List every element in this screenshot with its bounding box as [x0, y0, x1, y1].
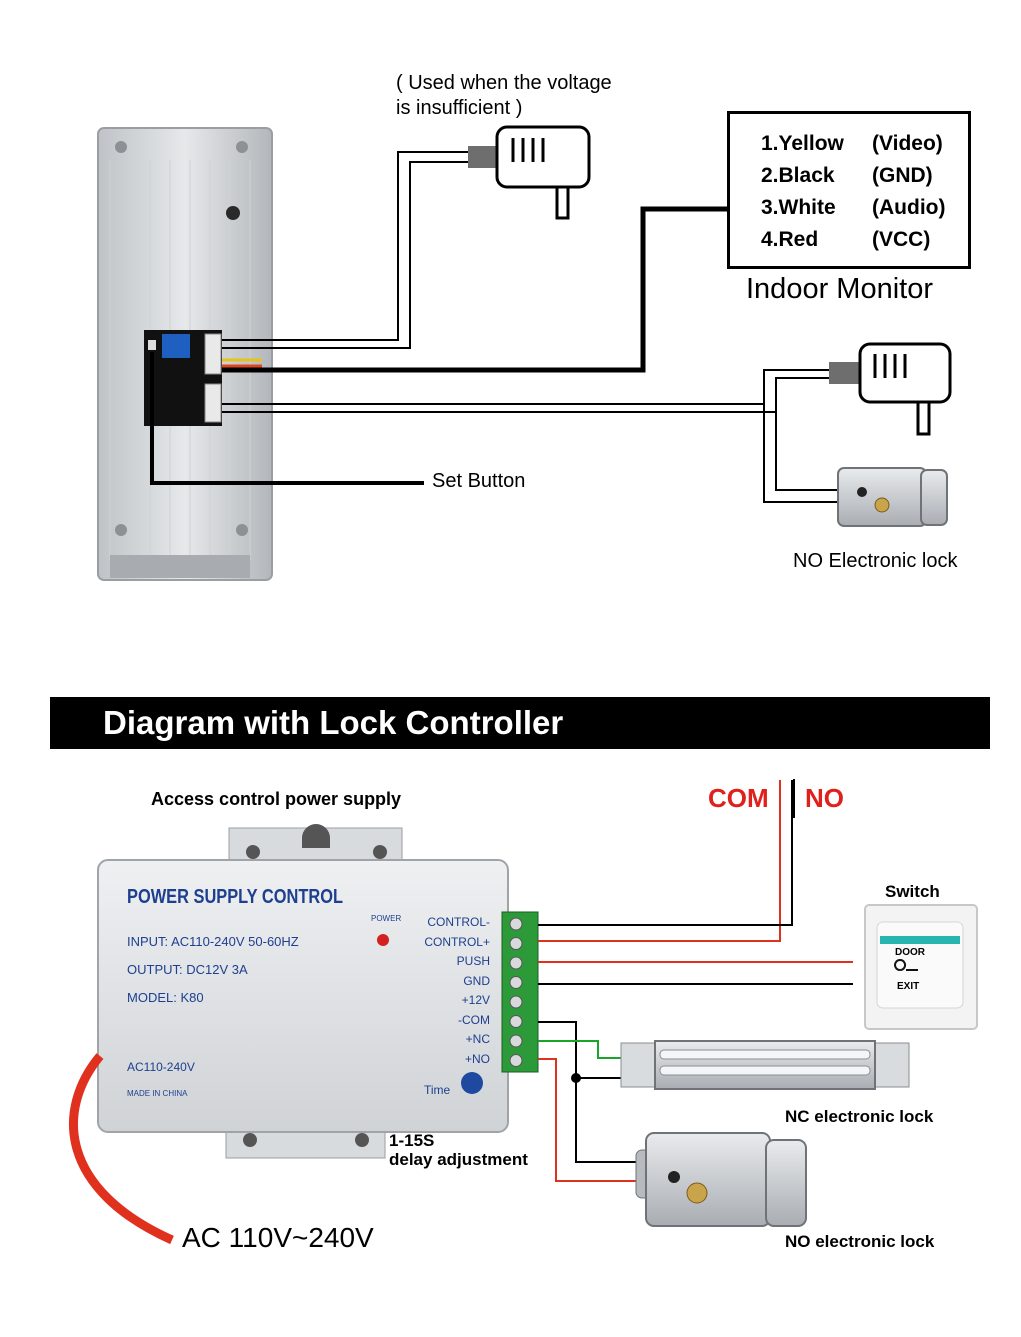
- legend-signal-1: (Video): [872, 132, 943, 155]
- terminal-screws: [509, 917, 523, 1067]
- terminal-screw-3: [509, 956, 523, 970]
- no-lock-bottom-label: NO electronic lock: [785, 1232, 935, 1251]
- door-text: DOOR: [895, 947, 925, 958]
- exit-text: EXIT: [897, 981, 920, 992]
- power-adapter-right: [829, 342, 952, 436]
- com-label: COM: [708, 783, 769, 813]
- legend-signal-3: (Audio): [872, 196, 946, 219]
- voltage-note-line2: is insufficient ): [396, 97, 523, 119]
- psu-input: INPUT: AC110-240V 50-60HZ: [127, 934, 299, 949]
- terminal-label-4: GND: [463, 973, 490, 988]
- ac-cable: [69, 1053, 174, 1245]
- terminal-label-6: -COM: [458, 1012, 490, 1027]
- voltage-note-line1: ( Used when the voltage: [396, 72, 612, 94]
- psu-model: MODEL: K80: [127, 990, 204, 1005]
- top-wires: [150, 151, 840, 503]
- delay-line2: delay adjustment: [389, 1150, 528, 1169]
- exit-switch: [864, 904, 978, 1030]
- no-terminal-label: NO: [805, 783, 844, 813]
- terminal-label-2: CONTROL+: [424, 934, 490, 949]
- psu-heading: Access control power supply: [151, 789, 402, 809]
- delay-line1: 1-15S: [389, 1131, 435, 1150]
- terminal-screw-7: [509, 1034, 523, 1048]
- power-adapter-top: [468, 125, 591, 220]
- terminal-label-3: PUSH: [456, 954, 490, 968]
- legend-wire-3: 3.White: [761, 196, 836, 219]
- legend-wire-1: 1.Yellow: [761, 132, 844, 155]
- terminal-label-1: CONTROL-: [427, 915, 490, 929]
- psu-power: POWER: [371, 914, 402, 923]
- power-supply-box: [97, 824, 539, 1159]
- terminal-label-8: +NO: [464, 1051, 490, 1066]
- no-lock-top: [837, 467, 948, 527]
- terminal-screw-1: [509, 917, 523, 931]
- indoor-monitor-label: Indoor Monitor: [746, 273, 933, 305]
- nc-lock-label: NC electronic lock: [785, 1107, 934, 1126]
- psu-output: OUTPUT: DC12V 3A: [127, 962, 248, 977]
- terminal-screw-8: [509, 1054, 523, 1067]
- set-button-label: Set Button: [432, 470, 526, 492]
- psu-title: POWER SUPPLY CONTROL: [127, 886, 343, 908]
- door-station: [97, 127, 273, 581]
- terminal-label-5: +12V: [461, 993, 490, 1007]
- terminal-screw-2: [509, 937, 523, 950]
- terminal-screw-5: [509, 995, 523, 1009]
- psu-ac: AC110-240V: [127, 1060, 195, 1074]
- no-lock-bottom: [635, 1132, 807, 1227]
- wire-legend: [727, 111, 971, 269]
- banner-title: Diagram with Lock Controller: [103, 704, 564, 741]
- ac-voltage-label: AC 110V~240V: [182, 1222, 374, 1253]
- terminal-screw-6: [509, 1015, 523, 1028]
- legend-wire-4: 4.Red: [761, 228, 819, 251]
- legend-signal-2: (GND): [872, 164, 933, 187]
- switch-label: Switch: [885, 882, 940, 901]
- section-banner: Diagram with Lock Controller: [50, 697, 990, 749]
- psu-wires: [538, 780, 853, 1182]
- legend-signal-4: (VCC): [872, 228, 931, 251]
- terminal-label-7: +NC: [465, 1032, 490, 1046]
- legend-wire-2: 2.Black: [761, 164, 835, 187]
- psu-time: Time: [424, 1083, 451, 1097]
- nc-magnetic-lock: [620, 1040, 910, 1090]
- no-lock-top-label: NO Electronic lock: [793, 550, 958, 572]
- terminal-screw-4: [509, 976, 523, 989]
- psu-made: MADE IN CHINA: [127, 1089, 188, 1098]
